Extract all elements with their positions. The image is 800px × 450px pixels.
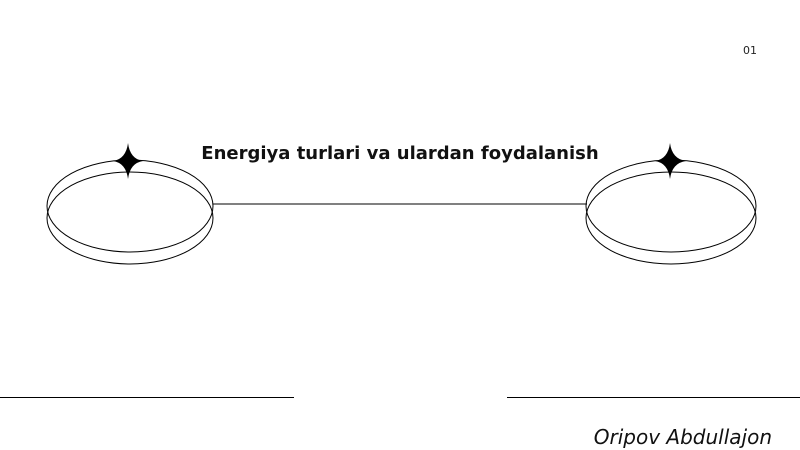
left-sparkle-icon	[113, 143, 143, 179]
right-sparkle-icon	[655, 143, 686, 179]
bottom-rule-left	[0, 397, 294, 398]
page-number: 01	[743, 44, 757, 57]
bottom-rule-right	[507, 397, 800, 398]
left-ring-icon	[46, 159, 214, 265]
right-ring-icon	[585, 159, 757, 265]
author-name: Oripov Abdullajon	[593, 425, 772, 449]
slide-title: Energiya turlari va ulardan foydalanish	[201, 143, 599, 164]
